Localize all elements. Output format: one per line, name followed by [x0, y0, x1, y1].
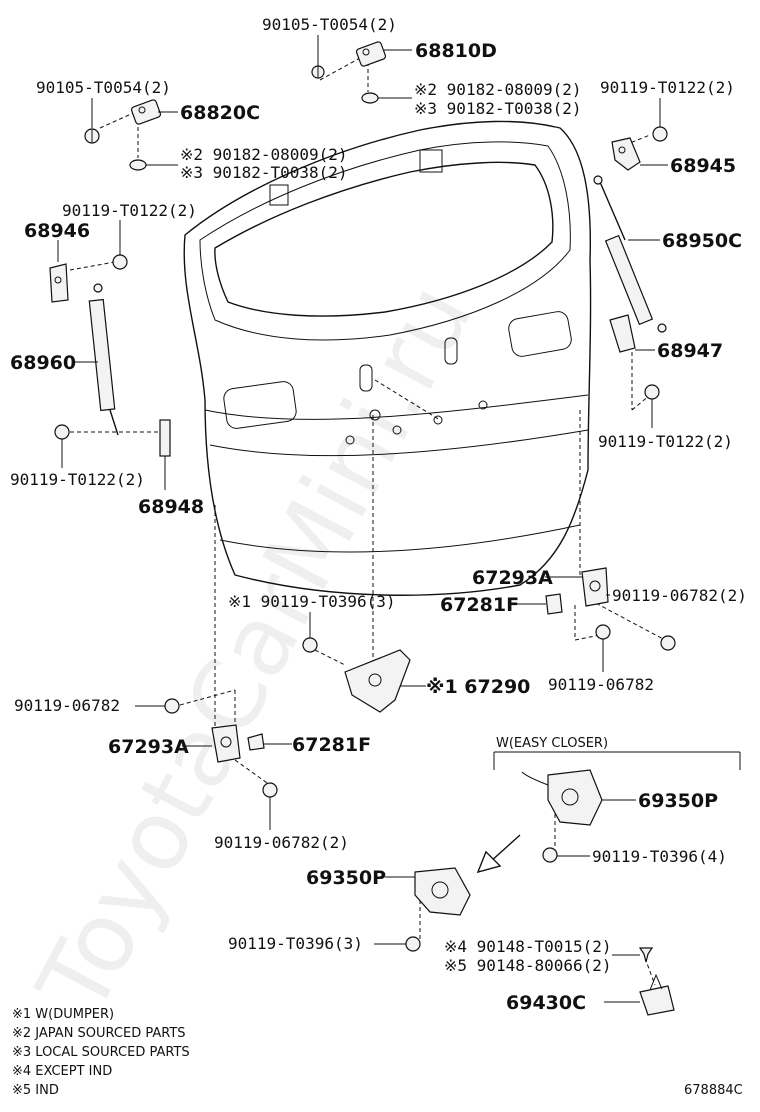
bolt-90119-06782-left — [164, 698, 180, 714]
bolt-90105-t0054-b — [84, 128, 100, 144]
callout-label: 90119-T0122(2) — [62, 201, 197, 220]
bolt-90119-t0396-lower — [405, 936, 421, 952]
legend: ※1 W(DUMPER) ※2 JAPAN SOURCED PARTS ※3 L… — [12, 1007, 190, 1098]
bolt-90119-t0122-top-left — [112, 254, 128, 270]
bolt-90119-t0396-closer — [542, 847, 558, 863]
callout-label: 90119-T0122(2) — [600, 78, 735, 97]
legend-item: ※1 W(DUMPER) — [12, 1007, 114, 1022]
bolt-90105-t0054-a — [311, 65, 325, 79]
clip-90182-a — [361, 92, 379, 104]
callout-label: 90119-T0122(2) — [598, 432, 733, 451]
lock-69350p — [414, 867, 471, 916]
part-number-label: 67281F — [440, 594, 519, 616]
callout-label: 90119-06782(2) — [612, 586, 747, 605]
callout-label: ※3 90182-T0038(2) — [180, 163, 348, 182]
part-number-label: 68810D — [415, 40, 497, 62]
callout-label: 90119-06782 — [548, 675, 654, 694]
bolt-90119-06782-left-lower — [262, 782, 278, 798]
bracket-68948 — [159, 419, 171, 457]
legend-item: ※4 EXCEPT IND — [12, 1064, 112, 1079]
bolt-90119-06782-right-lower — [595, 624, 611, 640]
callout-label: 90119-06782(2) — [214, 833, 349, 852]
stopper-67281f-right — [545, 593, 563, 615]
legend-item: ※3 LOCAL SOURCED PARTS — [12, 1045, 190, 1060]
part-labels: 90105-T0054(2) 68810D 90105-T0054(2) 688… — [10, 15, 747, 1014]
bolt-90119-t0396-mid — [302, 637, 318, 653]
strut-68960 — [88, 283, 119, 436]
part-number-label: 68960 — [10, 352, 76, 374]
bumper-67293a-right — [581, 567, 609, 607]
back-door-panel — [183, 120, 592, 596]
sensor-68820c — [130, 99, 162, 125]
watermark: ToyotaCarMini.ru — [16, 266, 494, 1031]
callout-label: 90119-06782 — [14, 696, 120, 715]
part-number-label: ※1 67290 — [426, 676, 530, 698]
clip-90182-b — [129, 159, 147, 171]
callout-label: 90119-T0396(4) — [592, 847, 727, 866]
part-number-label: 67293A — [472, 567, 553, 589]
label-leaders — [57, 35, 668, 1003]
callout-label: 90105-T0054(2) — [36, 78, 171, 97]
arrow-icon — [476, 834, 521, 874]
callout-label: 90105-T0054(2) — [262, 15, 397, 34]
bracket-68945 — [611, 137, 641, 171]
bracket-68946 — [49, 263, 69, 303]
callout-label: ※1 90119-T0396(3) — [228, 592, 396, 611]
bracket-68947 — [609, 314, 636, 353]
callout-label: 90119-T0122(2) — [10, 470, 145, 489]
part-number-label: 69350P — [638, 790, 718, 812]
legend-item: ※2 JAPAN SOURCED PARTS — [12, 1026, 186, 1041]
callout-label: ※2 90182-08009(2) — [180, 145, 348, 164]
part-number-label: 67293A — [108, 736, 189, 758]
part-number-label: 68948 — [138, 496, 204, 518]
damper-67290 — [344, 649, 411, 713]
legend-item: ※5 IND — [12, 1083, 59, 1098]
part-number-label: 69350P — [306, 867, 386, 889]
part-number-label: 68820C — [180, 102, 260, 124]
part-number-label: 68946 — [24, 220, 90, 242]
lock-69350p-closer — [521, 769, 603, 826]
part-number-label: 68947 — [657, 340, 723, 362]
bolt-90119-06782-right — [660, 635, 676, 651]
callout-label: W(EASY CLOSER) — [496, 736, 608, 751]
bolt-90119-t0122-top-right — [652, 126, 668, 142]
easy-closer-bracket — [493, 751, 741, 770]
callout-label: 90119-T0396(3) — [228, 934, 363, 953]
part-number-label: 67281F — [292, 734, 371, 756]
sensor-68810d — [355, 41, 387, 67]
bumper-67293a-left — [211, 724, 241, 763]
striker-69430c — [639, 973, 675, 1016]
part-number-label: 69430C — [506, 992, 586, 1014]
diagram-code: 678884C — [684, 1083, 743, 1098]
bolt-90119-t0122-left — [54, 424, 70, 440]
callout-label: ※2 90182-08009(2) — [414, 80, 582, 99]
callout-label: ※4 90148-T0015(2) — [444, 937, 612, 956]
strut-68950c — [593, 175, 667, 333]
stopper-67281f-left — [247, 733, 265, 751]
callout-label: ※5 90148-80066(2) — [444, 956, 612, 975]
bolt-90119-t0122-right — [644, 384, 660, 400]
part-number-label: 68945 — [670, 155, 736, 177]
part-number-label: 68950C — [662, 230, 742, 252]
callout-label: ※3 90182-T0038(2) — [414, 99, 582, 118]
screw-90148 — [638, 947, 654, 963]
